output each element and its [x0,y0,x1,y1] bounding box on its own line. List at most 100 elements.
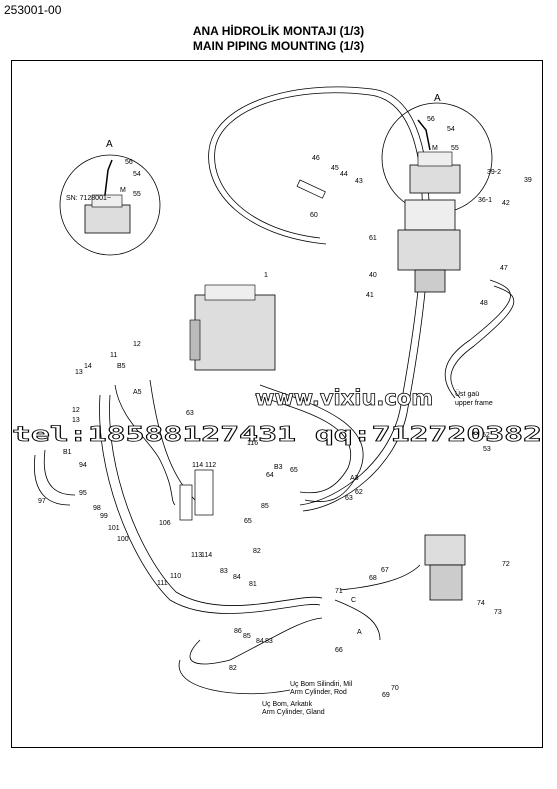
hose-mid-3 [254,394,351,494]
callout-114: 114 [192,462,203,469]
note-arm-gland-2: Arm Cylinder, Gland [262,709,325,716]
detail-view-right [381,102,493,214]
callout-B1: B1 [63,449,72,456]
callout-13: 13 [75,369,83,376]
note-upper-frame-1: Üst gaü [455,390,479,398]
hose-long-loop [214,92,423,506]
hose-left-u [33,454,71,506]
callout-41: 41 [366,292,374,299]
callout-56: 56 [427,116,435,123]
callout-71: 71 [335,588,343,595]
callout-55: 55 [451,145,459,152]
serial-note: SN: 7128001~ [66,195,111,202]
callout-13: 13 [72,417,80,424]
callout-111: 111 [157,580,168,587]
callout-82: 82 [229,665,237,672]
callout-48: 48 [480,300,488,307]
callout-60: 60 [310,212,318,219]
hose-lower-1 [99,394,321,614]
note-arm-rod-2: Arm Cylinder, Rod [290,689,347,696]
callout-12: 12 [72,407,80,414]
callout-B5: B5 [117,363,126,370]
callout-A5: A5 [133,389,142,396]
bracket-114 [194,469,214,516]
callout-M: M [432,145,438,152]
callout-12: 12 [133,341,141,348]
watermark-site: www.vixiu.com [255,386,433,410]
callout-84: 84 [233,574,241,581]
callout-65: 65 [244,518,252,525]
callout-A3: A3 [350,475,359,482]
bracket-106 [179,484,193,521]
hose-a5 [114,384,176,506]
callout-53: 53 [483,446,491,453]
callout-45: 45 [331,165,339,172]
callout-68: 68 [369,575,377,582]
hose-swivel [334,599,381,641]
callout-54: 54 [133,171,141,178]
callout-98: 98 [93,505,101,512]
hose-mid-2 [259,384,364,503]
title-english: MAIN PIPING MOUNTING (1/3) [192,39,365,53]
watermark: www.vixiu.com tel:18588127431 qq:7127203… [12,386,543,447]
note-arm-rod-1: Uç Bom Silindiri, Mil [290,681,353,688]
callout-82: 82 [253,548,261,555]
callout-46: 46 [312,155,320,162]
detail-view-left [59,154,161,256]
callout-54: 54 [447,126,455,133]
callout-106: 106 [159,520,171,527]
callout-73: 73 [494,609,502,616]
callout-B3: B3 [274,464,283,471]
callout-86: 86 [234,628,242,635]
callout-85: 85 [243,633,251,640]
callout-56: 56 [125,159,133,166]
hose-long-loop-2 [208,86,430,512]
callout-52: 52 [482,432,490,439]
callout-36-1: 36-1 [478,197,492,204]
callout-74: 74 [477,600,485,607]
hose-lower-2 [109,394,323,606]
callout-64: 64 [266,472,274,479]
detail-label-right: A [434,93,441,104]
callout-113: 113 [191,552,202,559]
note-arm-gland-1: Uç Bom, Arkatık [262,701,313,708]
callout-61: 61 [369,235,377,242]
callout-39-2: 39-2 [487,169,501,176]
callout-11: 11 [110,352,117,359]
detail-label-left: A [106,139,113,150]
hose-upper-frame-2 [450,285,515,399]
hose-left-u-2 [43,449,76,496]
callout-97: 97 [38,498,46,505]
callout-C: C [351,597,356,604]
watermark-contact: tel:18588127431 qq:712720382 [12,422,542,446]
swing-motor [397,199,461,293]
callout-70: 70 [391,685,399,692]
callout-66: 66 [335,647,343,654]
callout-47: 47 [500,265,508,272]
drawing-frame [11,60,543,748]
callout-40: 40 [369,272,377,279]
callout-110: 110 [170,573,181,580]
hose-lower-3 [189,617,323,665]
callout-M: M [120,187,126,194]
callout-69: 69 [382,692,390,699]
callout-72: 72 [502,561,510,568]
title-turkish: ANA HİDROLİK MONTAJI (1/3) [192,24,365,38]
pin-46 [296,179,326,199]
callout-14: 14 [84,363,92,370]
callout-94: 94 [79,462,87,469]
callout-42: 42 [502,200,510,207]
callout-43: 43 [355,178,363,185]
callout-39: 39 [524,177,532,184]
callout-81: 81 [249,581,257,588]
callout-112: 112 [205,462,216,469]
callout-83: 83 [265,638,273,645]
callout-101: 101 [108,525,120,532]
callout-65: 65 [290,467,298,474]
callout-labels: A A SN: 7128001~ 56 54 M 55 56 54 M 55 4… [38,93,532,716]
hose-swivel-2 [339,564,421,591]
hose-lower-4 [178,659,291,695]
callout-116: 116 [247,440,258,447]
swivel-joint [424,534,466,601]
